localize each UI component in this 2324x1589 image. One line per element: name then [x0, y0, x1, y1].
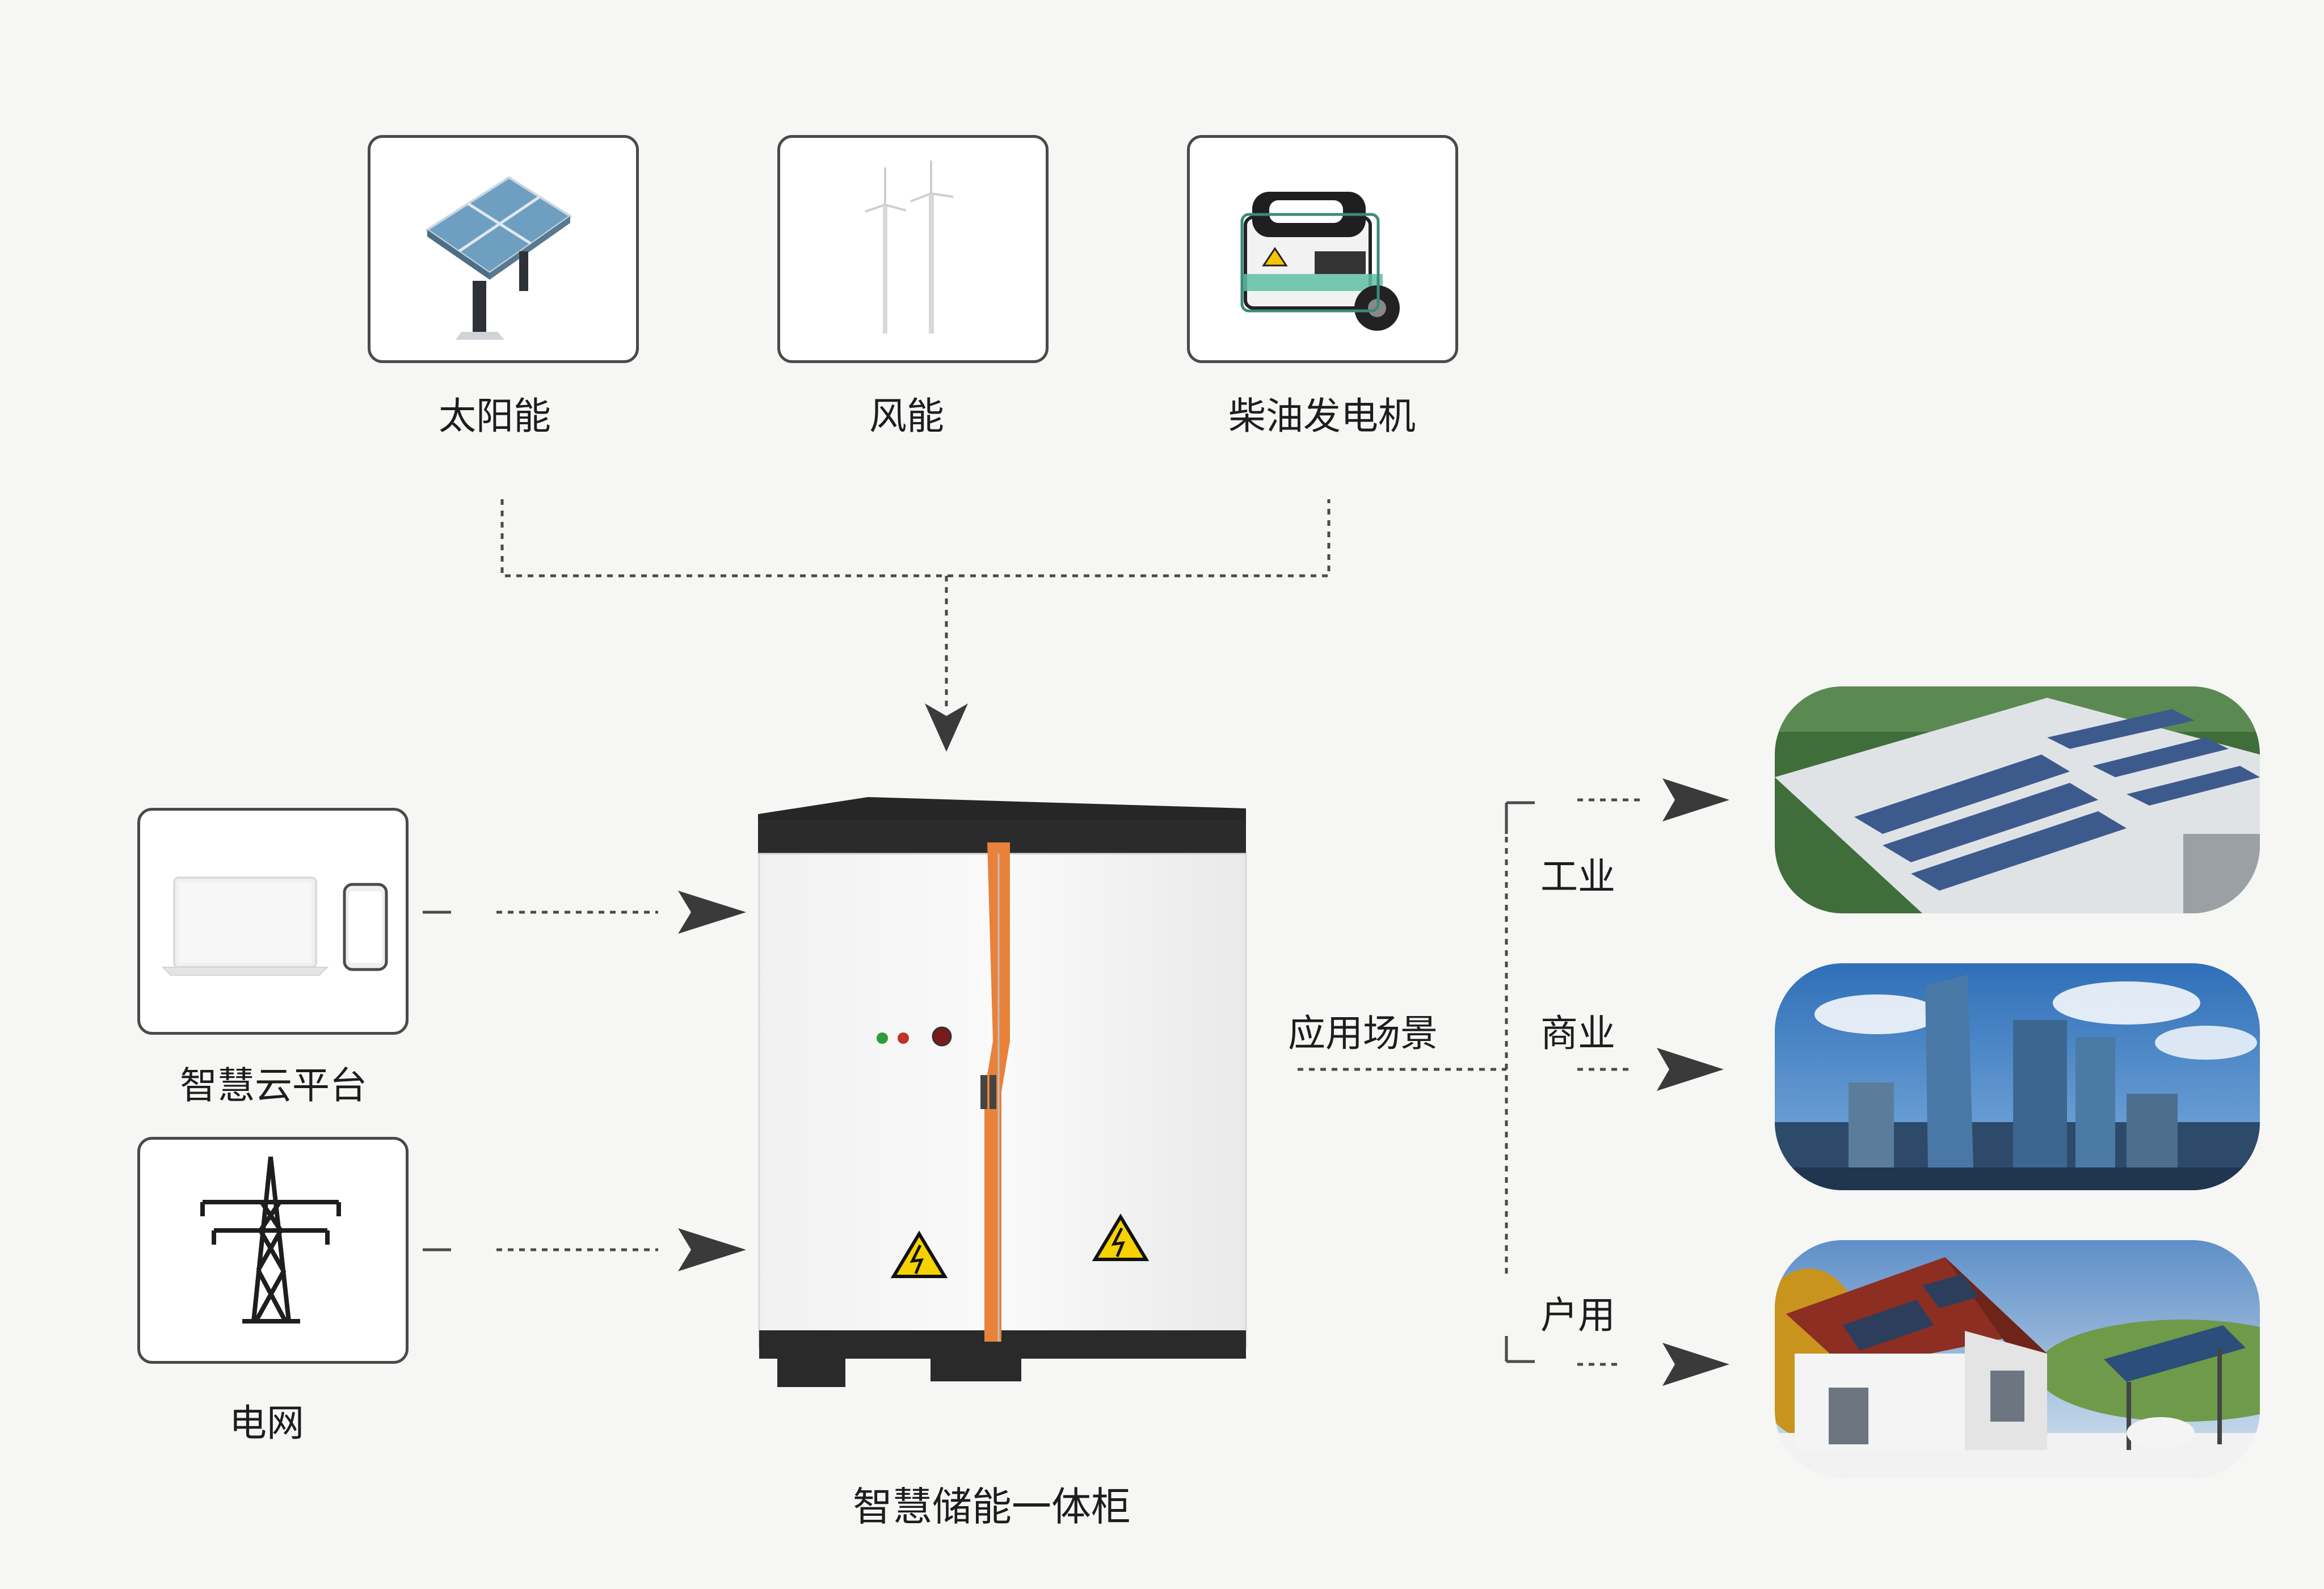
source-label-generator: 柴油发电机: [1228, 394, 1416, 438]
scenario-label-commerce: 商业: [1540, 1011, 1615, 1055]
application-title: 应用场景: [1288, 1011, 1438, 1055]
solar-panel-icon: [425, 176, 572, 340]
wind-turbine-icon: [865, 161, 954, 334]
source-merge-line: [500, 499, 1331, 578]
factory-rooftop-solar-image: [1775, 686, 2260, 913]
arrow-right-icon: [678, 891, 746, 934]
scenario-label-industry: 工业: [1540, 855, 1615, 899]
arrow-right-icon: [1662, 778, 1729, 821]
wind-card: [777, 135, 1049, 363]
grid-card: [137, 1137, 409, 1364]
arrow-right-icon: [1657, 1048, 1724, 1091]
generator-card: [1187, 135, 1458, 363]
arrow-right-icon: [1662, 1343, 1729, 1386]
solar-card: [368, 135, 639, 363]
source-label-solar: 太阳能: [439, 394, 551, 438]
source-label-wind: 风能: [869, 394, 944, 438]
center-label: 智慧储能一体柜: [853, 1483, 1131, 1530]
input-label-cloud: 智慧云平台: [180, 1064, 367, 1107]
diesel-generator-icon: [1240, 192, 1400, 331]
house-with-solar-image: [1775, 1240, 2260, 1478]
arrow-down-icon: [925, 703, 968, 752]
scenario-label-residential: 户用: [1540, 1293, 1615, 1337]
power-tower-icon: [200, 1156, 341, 1324]
arrow-right-icon: [678, 1228, 746, 1271]
city-skyscrapers-image: [1775, 963, 2260, 1190]
laptop-phone-icon: [161, 876, 388, 976]
input-label-grid: 电网: [229, 1401, 304, 1445]
cloud-platform-card: [137, 808, 409, 1035]
storage-cabinet-image: [758, 797, 1247, 1387]
